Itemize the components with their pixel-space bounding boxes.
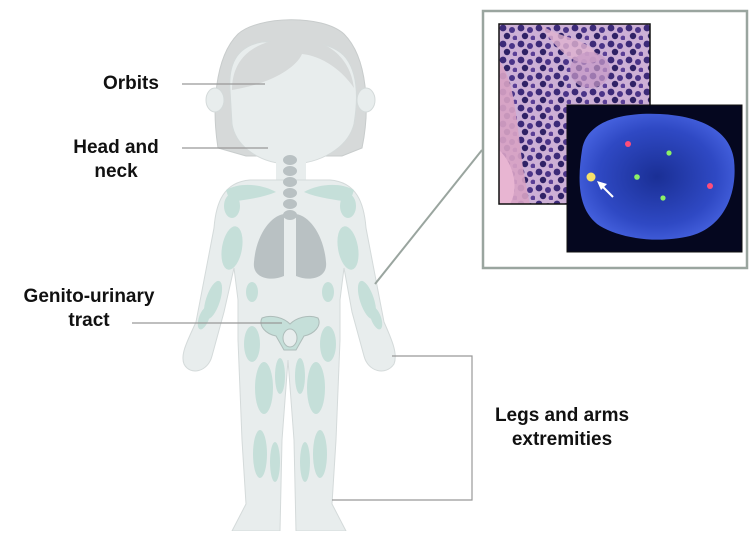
extremities-leader (332, 356, 472, 500)
green-signal-3 (660, 195, 665, 200)
head-neck-line-2: neck (60, 160, 172, 184)
girl-figure (183, 20, 395, 531)
left-ear (206, 88, 224, 112)
fusion-signal (587, 173, 596, 182)
orbits-label: Orbits (103, 72, 159, 96)
extremities-label: Legs and arms extremities (478, 404, 646, 452)
red-signal-2 (707, 183, 713, 189)
inset-panel (483, 11, 747, 268)
right-ear (357, 88, 375, 112)
inset-pointer-line (375, 150, 482, 284)
red-signal-1 (625, 141, 631, 147)
head-neck-label: Head and neck (60, 136, 172, 184)
body (183, 180, 395, 531)
green-signal-2 (634, 174, 640, 180)
genito-urinary-line-2: tract (8, 309, 170, 333)
extremities-line-1: Legs and arms (478, 404, 646, 428)
extremities-line-2: extremities (478, 428, 646, 452)
head-neck-line-1: Head and (60, 136, 172, 160)
genito-urinary-label: Genito-urinary tract (8, 285, 170, 333)
fish-nucleus-image (567, 105, 742, 252)
orbits-text: Orbits (103, 72, 159, 96)
nucleus (580, 114, 735, 240)
genito-urinary-line-1: Genito-urinary (8, 285, 170, 309)
green-signal-1 (666, 150, 671, 155)
